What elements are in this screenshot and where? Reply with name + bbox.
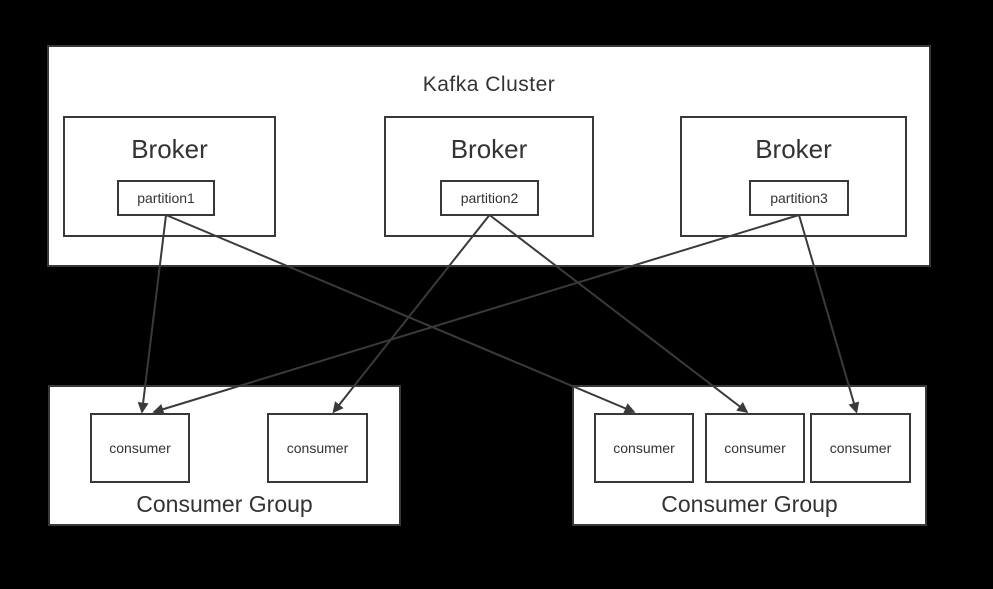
consumer-label: consumer: [724, 440, 786, 456]
consumer-group-right-title: Consumer Group: [661, 491, 838, 517]
consumer-group-left-title: Consumer Group: [136, 491, 313, 517]
partition1-label: partition1: [137, 190, 195, 206]
consumer-label: consumer: [613, 440, 675, 456]
partition1-box: partition1: [117, 180, 215, 216]
right-consumer-3-box: consumer: [810, 413, 911, 483]
left-consumer-1-box: consumer: [90, 413, 190, 483]
consumer-group-right-box: consumer consumer consumer Consumer Grou…: [572, 385, 927, 526]
broker-box-1: Broker: [63, 116, 276, 237]
left-consumer-2-box: consumer: [267, 413, 368, 483]
right-consumer-1-box: consumer: [594, 413, 694, 483]
consumer-group-left-box: consumer consumer Consumer Group: [48, 385, 401, 526]
consumer-label: consumer: [286, 440, 349, 456]
partition3-box: partition3: [749, 180, 849, 216]
kafka-cluster-title: Kafka Cluster: [422, 73, 556, 96]
right-consumer-2-box: consumer: [705, 413, 805, 483]
broker-box-2: Broker: [384, 116, 594, 237]
partition3-label: partition3: [770, 190, 828, 206]
broker-title: Broker: [131, 134, 208, 164]
consumer-label: consumer: [109, 440, 171, 456]
partition2-box: partition2: [440, 180, 539, 216]
partition2-label: partition2: [460, 190, 519, 206]
consumer-label: consumer: [829, 440, 892, 456]
broker-title: Broker: [755, 134, 832, 164]
broker-title: Broker: [450, 134, 528, 164]
broker-box-3: Broker: [680, 116, 907, 237]
